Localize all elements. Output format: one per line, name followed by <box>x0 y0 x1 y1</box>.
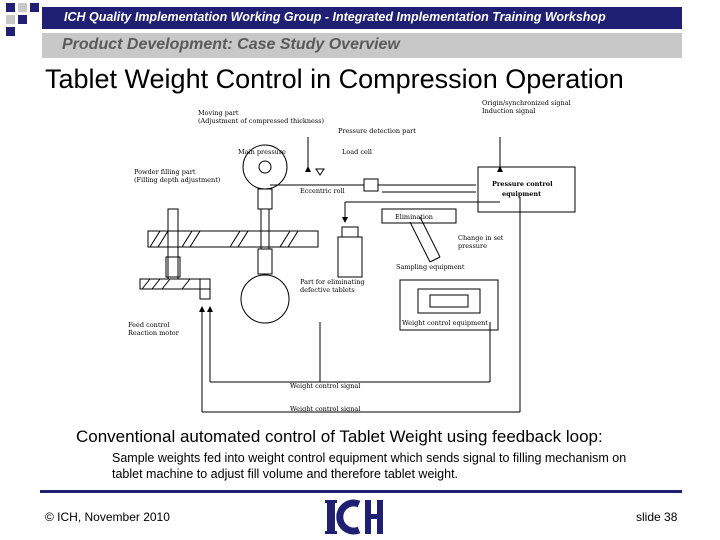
decor-square-4 <box>6 15 15 24</box>
diagram-caption: Conventional automated control of Tablet… <box>76 427 603 446</box>
decor-square-6 <box>6 27 15 36</box>
workshop-title: ICH Quality Implementation Working Group… <box>64 10 606 24</box>
label-change-set-1: Change in set <box>458 234 504 242</box>
label-eccentric-roll: Eccentric roll <box>300 187 345 195</box>
label-origin-signal: Origin/synchronized signal <box>482 99 571 107</box>
decor-square-2 <box>18 3 27 12</box>
ich-logo <box>325 499 383 535</box>
label-weight-signal-2: Weight control signal <box>290 405 360 413</box>
slide-number: slide 38 <box>636 510 678 524</box>
label-induction-signal: Induction signal <box>482 107 535 115</box>
lower-roll <box>240 274 290 324</box>
pressure-control-box <box>477 166 576 213</box>
label-eliminating-2: defective tablets <box>300 286 355 294</box>
decor-square-3 <box>30 3 39 12</box>
footer-divider <box>40 490 682 493</box>
label-weight-signal-1: Weight control signal <box>290 382 360 390</box>
label-main-pressure: Main pressure <box>238 148 286 156</box>
label-adjustment: (Adjustment of compressed thickness) <box>198 117 325 125</box>
compression-control-diagram: Moving part (Adjustment of compressed th… <box>128 99 576 413</box>
label-pressure-detection: Pressure detection part <box>338 127 416 135</box>
decor-square-5 <box>18 15 27 24</box>
slide-title: Tablet Weight Control in Compression Ope… <box>45 64 624 94</box>
diagram-detail: Sample weights fed into weight control e… <box>112 451 627 481</box>
label-load-cell: Load cell <box>342 148 372 156</box>
label-filling-depth: (Filling depth adjustment) <box>134 176 221 184</box>
label-moving-part: Moving part <box>198 109 239 117</box>
label-sampling: Sampling equipment <box>396 263 465 271</box>
copyright-text: © ICH, November 2010 <box>45 510 170 524</box>
subheader-bar <box>42 33 682 58</box>
weight-control-box <box>399 279 499 331</box>
label-feed-control-1: Feed control <box>128 321 170 329</box>
elimination-box <box>381 208 457 224</box>
label-feed-control-2: Reaction motor <box>128 329 180 337</box>
label-eliminating-1: Part for eliminating <box>300 278 365 286</box>
label-weight-control-equipment: Weight control equipment <box>402 319 488 327</box>
header-bar <box>42 7 682 29</box>
label-pressure-control-2: equipment <box>502 190 541 198</box>
decor-square-1 <box>6 3 15 12</box>
label-powder-filling: Powder filling part <box>134 168 196 176</box>
elimination-part <box>337 236 363 278</box>
label-elimination: Elimination <box>395 213 433 221</box>
section-title: Product Development: Case Study Overview <box>62 36 400 53</box>
label-change-set-2: pressure <box>458 242 487 250</box>
label-pressure-control-1: Pressure control <box>492 180 553 188</box>
